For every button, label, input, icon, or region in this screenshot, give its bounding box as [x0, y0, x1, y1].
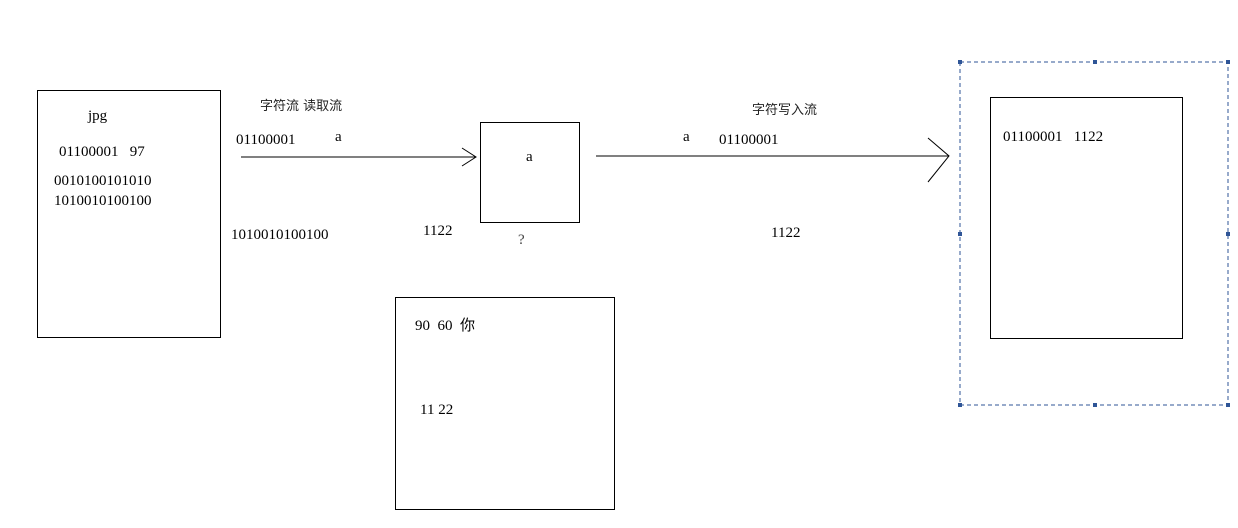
- target-file-box[interactable]: [990, 97, 1183, 339]
- target-file-text: 01100001 1122: [1003, 129, 1104, 145]
- read-stream-bits: 01100001: [236, 132, 296, 148]
- source-file-title: jpg: [88, 108, 108, 124]
- write-stream-char: a: [683, 129, 690, 145]
- selection-handles: [958, 60, 1230, 407]
- lookup-table-line: 11 22: [420, 402, 454, 418]
- write-stream-label: 字符写入流: [752, 103, 818, 118]
- buffer-box: [480, 122, 580, 223]
- source-file-line: 0010100101010: [54, 173, 152, 189]
- read-arrow-head: [461, 147, 477, 167]
- buffer-char: a: [526, 149, 533, 165]
- lookup-table-line: 90 60 你: [415, 318, 476, 334]
- lookup-table-box: [395, 297, 615, 510]
- source-file-line: 01100001 97: [59, 144, 145, 160]
- buffer-question: ?: [518, 232, 525, 248]
- write-stream-bits: 01100001: [719, 132, 779, 148]
- read-stream-bits2: 1010010100100: [231, 227, 329, 243]
- source-file-line: 1010010100100: [54, 193, 152, 209]
- write-arrow-head: [927, 137, 950, 183]
- write-stream-num: 1122: [771, 225, 801, 241]
- read-stream-char: a: [335, 129, 342, 145]
- source-file-box: [37, 90, 221, 338]
- read-stream-num: 1122: [423, 223, 453, 239]
- read-stream-label: 字符流 读取流: [260, 99, 343, 114]
